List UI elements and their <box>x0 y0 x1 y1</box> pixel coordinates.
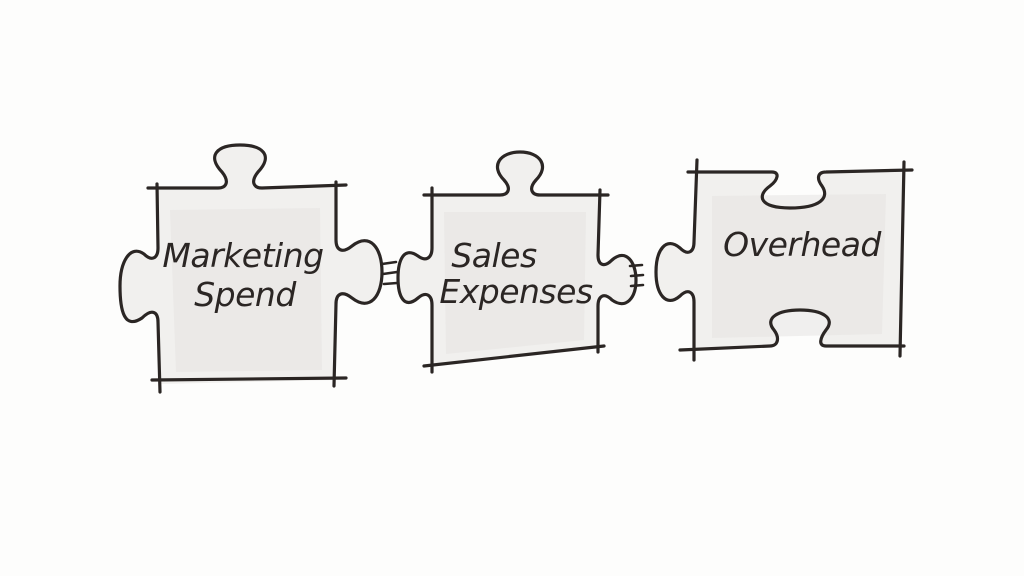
connector-marks <box>380 260 399 286</box>
puzzle-piece-sales: Sales Expenses <box>396 150 638 374</box>
piece-label-line: Overhead <box>723 225 882 264</box>
piece-label-line: Sales <box>451 236 537 275</box>
piece-label-line: Expenses <box>439 272 593 311</box>
piece-label-line: Spend <box>194 275 297 314</box>
connector-marks <box>628 263 645 288</box>
puzzle-piece-overhead: Overhead <box>654 158 914 362</box>
puzzle-piece-marketing: Marketing Spend <box>118 143 384 394</box>
piece-label-line: Marketing <box>162 236 323 275</box>
